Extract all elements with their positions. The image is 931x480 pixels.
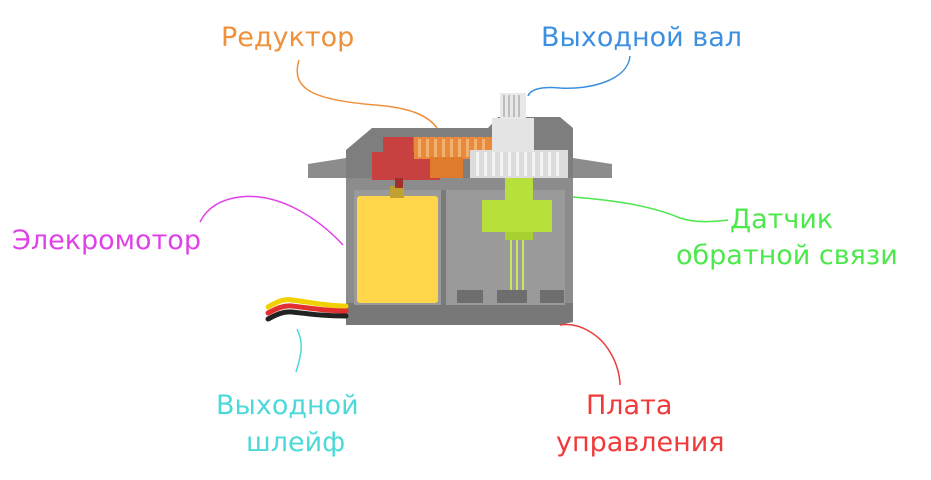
- output-cable: [265, 297, 349, 322]
- feedback-sensor: [482, 178, 552, 302]
- label-board-line1: Плата: [586, 390, 672, 421]
- label-reducer: Редуктор: [221, 22, 354, 53]
- gear-train: [372, 118, 568, 188]
- motor: [357, 186, 438, 303]
- label-motor: Элекромотор: [12, 225, 201, 256]
- label-cable-line1: Выходной: [216, 390, 359, 421]
- label-output-shaft: Выходной вал: [541, 22, 742, 53]
- leader-board: [559, 323, 621, 386]
- label-board-line2: управления: [556, 427, 725, 458]
- leader-sensor: [572, 196, 729, 223]
- label-sensor-line2: обратной связи: [676, 240, 898, 271]
- output-shaft: [500, 93, 526, 119]
- control-board: [457, 290, 564, 303]
- leader-cable: [295, 328, 303, 373]
- label-cable-line2: шлейф: [246, 427, 345, 458]
- leader-lines: [199, 55, 729, 386]
- leader-reducer: [296, 59, 438, 129]
- leader-output-shaft: [527, 55, 631, 97]
- leader-motor: [199, 195, 344, 246]
- label-sensor-line1: Датчик: [730, 204, 833, 235]
